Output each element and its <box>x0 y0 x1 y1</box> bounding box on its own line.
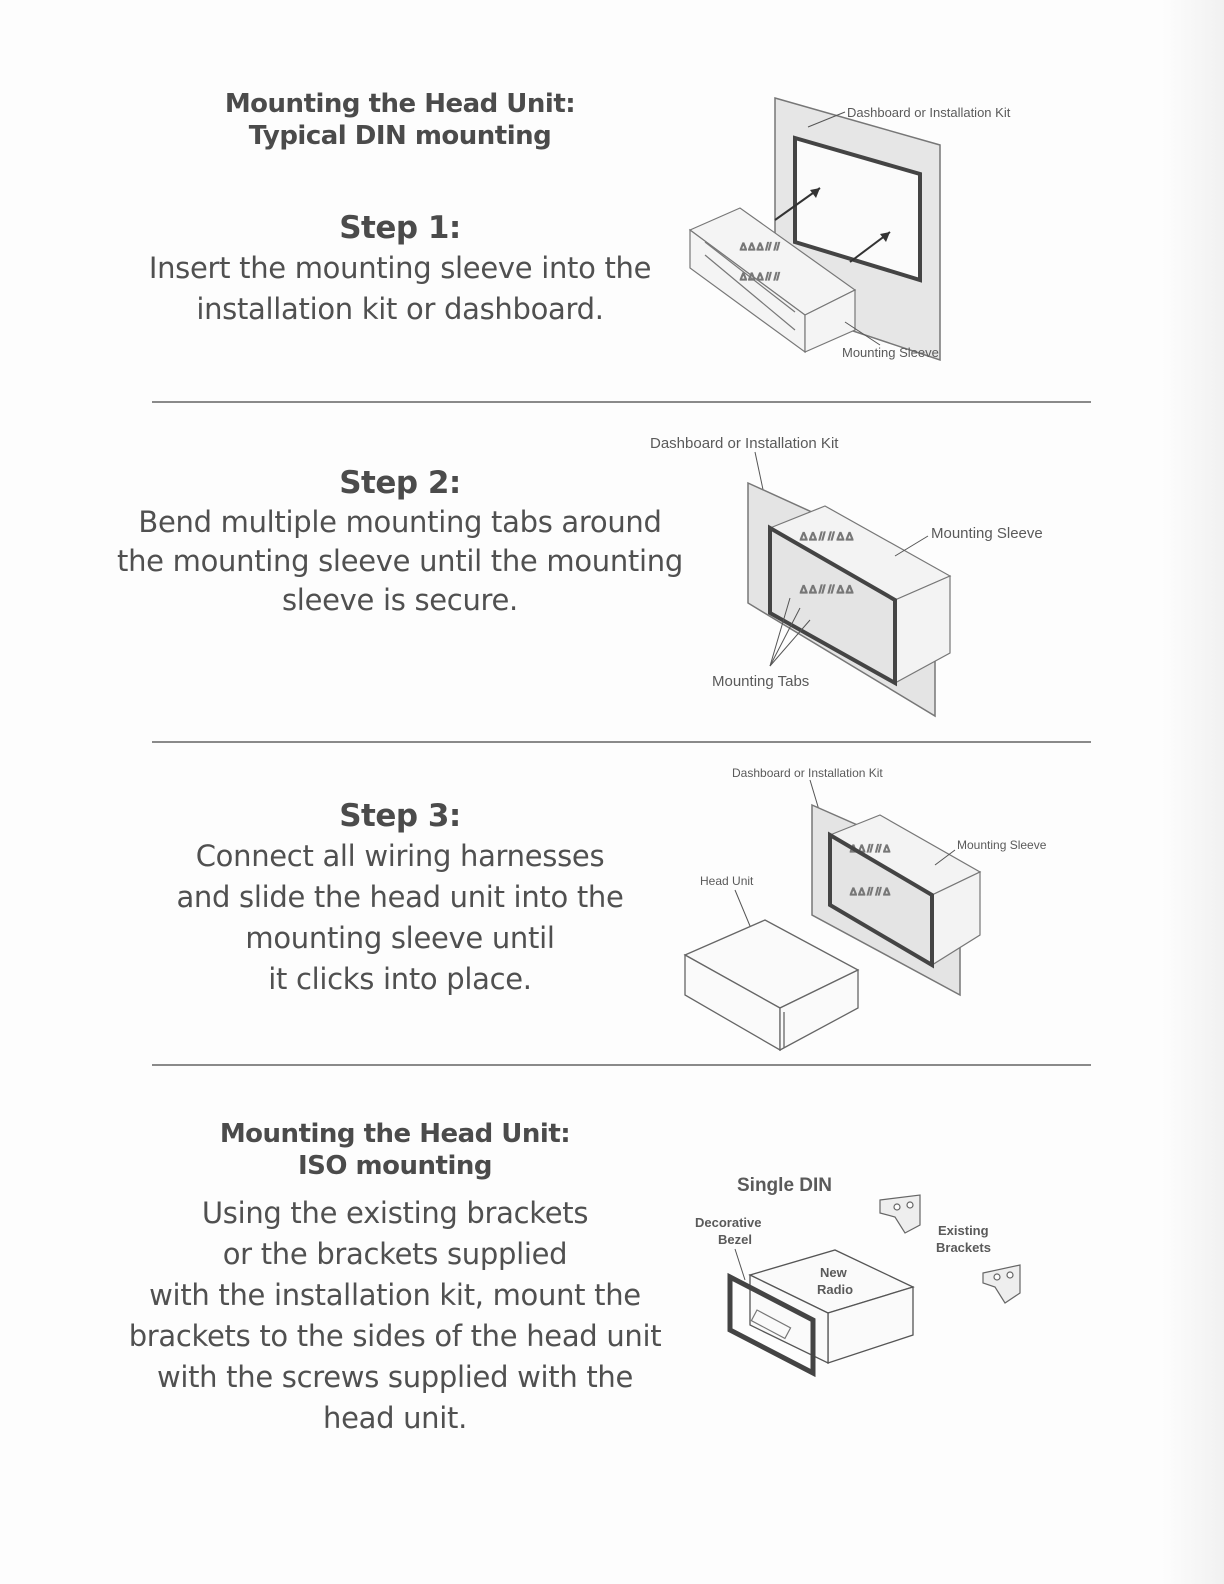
step-1-title: Step 1: <box>339 210 461 246</box>
figure-title-single-din: Single DIN <box>737 1175 832 1196</box>
svg-text:Δ Δ // // Δ Δ: Δ Δ // // Δ Δ <box>800 531 854 543</box>
iso-mounting-text: Using the existing brackets or the brack… <box>90 1193 700 1439</box>
label-dashboard: Dashboard or Installation Kit <box>847 105 1011 120</box>
step-3-title: Step 3: <box>339 798 461 834</box>
insert-arrow-icon <box>774 187 821 221</box>
section-1-heading-line2: Typical DIN mounting <box>248 121 552 151</box>
mounting-sleeve-graphic: Δ Δ // // Δ Δ Δ Δ // // Δ Δ <box>768 505 952 685</box>
section-1-heading: Mounting the Head Unit: Typical DIN moun… <box>150 88 650 152</box>
label-mounting-tabs: Mounting Tabs <box>712 673 809 690</box>
step-1-figure: Δ Δ Δ // // Δ Δ Δ // // Dashboard or Ins… <box>688 97 1011 362</box>
head-unit-graphic <box>683 919 860 1052</box>
decorative-bezel-graphic <box>727 1272 816 1378</box>
mounting-sleeve-graphic: Δ Δ // // Δ Δ Δ // // Δ <box>828 814 982 967</box>
label-bezel-line1: Decorative <box>695 1215 761 1230</box>
label-mounting-sleeve: Mounting Sleeve <box>842 345 939 360</box>
section-4-heading-line1: Mounting the Head Unit: <box>219 1119 571 1149</box>
label-bezel-line2: Bezel <box>718 1232 752 1247</box>
label-brackets-line2: Brackets <box>936 1240 991 1255</box>
step-3-figure: Dashboard or Installation Kit Δ Δ // // … <box>683 766 1047 1052</box>
step-2-title: Step 2: <box>339 465 461 501</box>
step-1-text: Step 1: Insert the mounting sleeve into … <box>120 208 680 330</box>
svg-text:Δ Δ Δ // //: Δ Δ Δ // // <box>740 242 780 253</box>
label-dashboard: Dashboard or Installation Kit <box>732 766 883 780</box>
svg-text:Δ Δ // // Δ: Δ Δ // // Δ <box>850 887 890 898</box>
label-radio-line2: Radio <box>817 1282 853 1297</box>
iso-mounting-body: Using the existing brackets or the brack… <box>128 1196 662 1435</box>
step-3-text: Step 3: Connect all wiring harnesses and… <box>120 796 680 1000</box>
section-divider <box>152 741 1091 743</box>
label-radio-line1: New <box>820 1265 848 1280</box>
svg-text:Δ Δ Δ // //: Δ Δ Δ // // <box>740 272 780 283</box>
label-mounting-sleeve: Mounting Sleeve <box>931 525 1043 542</box>
scan-edge-shade <box>1162 0 1224 1584</box>
step-2-text: Step 2: Bend multiple mounting tabs arou… <box>100 463 700 620</box>
label-head-unit: Head Unit <box>700 874 754 888</box>
step-2-body: Bend multiple mounting tabs around the m… <box>117 505 683 617</box>
section-divider <box>152 401 1091 403</box>
label-brackets-line1: Existing <box>938 1223 989 1238</box>
iso-mounting-figure: Single DIN Decorative Bezel New Radio Ex… <box>695 1175 1021 1378</box>
bracket-icon <box>879 1194 921 1234</box>
mounting-sleeve-graphic: Δ Δ Δ // // Δ Δ Δ // // <box>688 207 857 354</box>
dashboard-opening <box>793 135 922 283</box>
bracket-icon <box>982 1264 1021 1304</box>
svg-text:Δ Δ // // Δ Δ: Δ Δ // // Δ Δ <box>800 584 854 596</box>
section-4-heading: Mounting the Head Unit: ISO mounting <box>145 1118 645 1182</box>
section-1-heading-line1: Mounting the Head Unit: <box>224 89 576 119</box>
dashboard-opening <box>768 524 897 687</box>
label-dashboard: Dashboard or Installation Kit <box>650 435 839 452</box>
step-2-figure: Dashboard or Installation Kit Δ Δ // // … <box>650 435 1043 718</box>
step-1-body: Insert the mounting sleeve into the inst… <box>148 251 652 326</box>
section-divider <box>152 1064 1091 1066</box>
label-mounting-sleeve: Mounting Sleeve <box>957 838 1047 852</box>
dashboard-opening <box>828 831 934 969</box>
step-3-body: Connect all wiring harnesses and slide t… <box>176 839 624 996</box>
section-4-heading-line2: ISO mounting <box>298 1151 493 1181</box>
